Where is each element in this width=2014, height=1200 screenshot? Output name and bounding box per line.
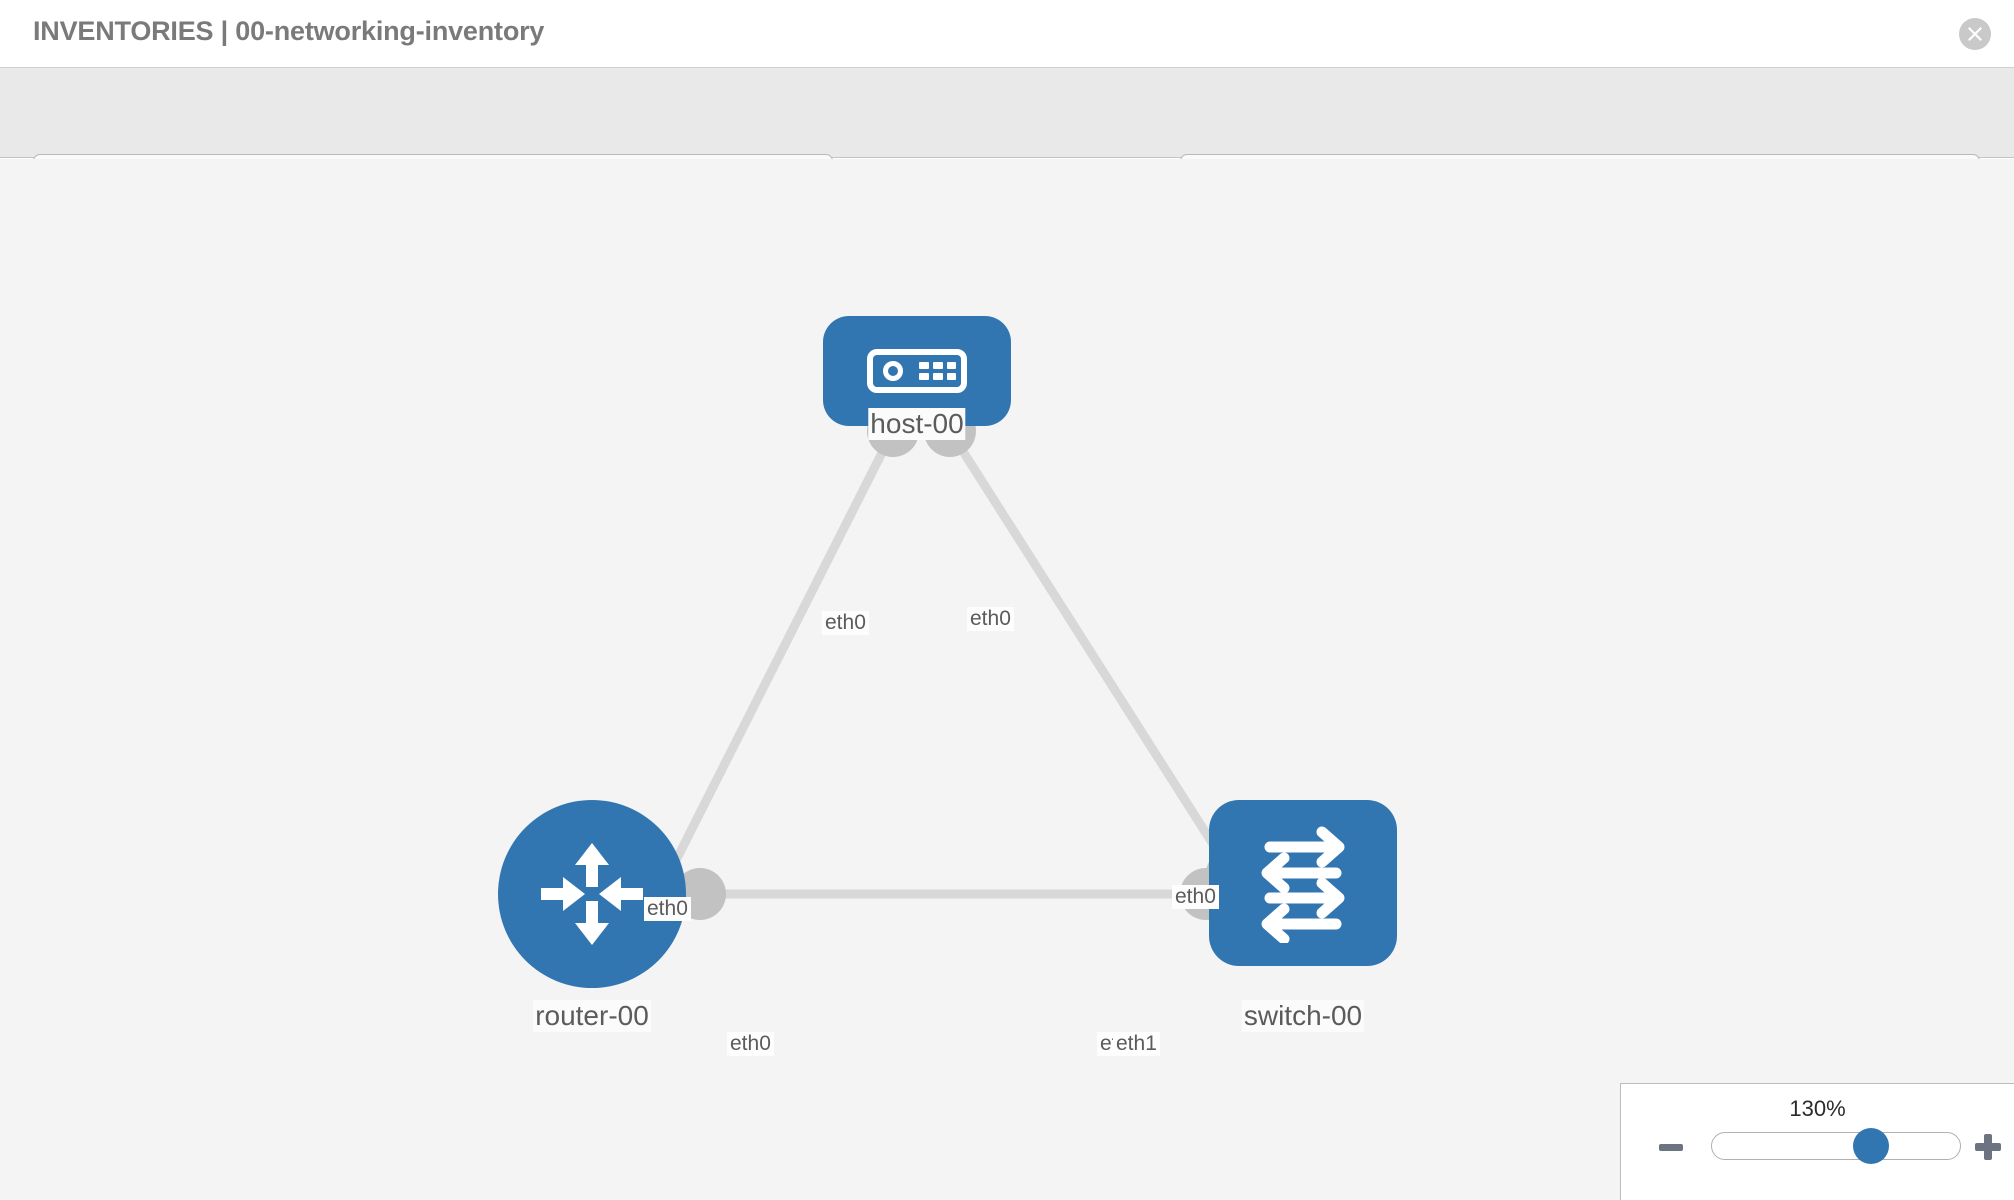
- zoom-out-button[interactable]: [1659, 1144, 1683, 1151]
- zoom-slider-track[interactable]: [1711, 1128, 1961, 1164]
- iface-label-switch-up[interactable]: eth0: [1172, 885, 1219, 909]
- node-switch-00-label: switch-00: [1241, 1000, 1365, 1032]
- node-host-00[interactable]: host-00: [823, 316, 1011, 440]
- edge-host-switch: [946, 428, 1236, 877]
- page-title: INVENTORIES | 00-networking-inventory: [33, 16, 545, 46]
- zoom-level-label: 130%: [1789, 1096, 1846, 1121]
- router-arrows-icon: [541, 843, 643, 945]
- node-host-00-shape: [823, 316, 1011, 426]
- node-switch-00-shape: [1209, 800, 1397, 966]
- close-x-glyph: [1968, 27, 1982, 41]
- iface-label-switch-left-b[interactable]: eth1: [1113, 1032, 1160, 1056]
- node-host-00-label: host-00: [868, 408, 966, 440]
- zoom-slider-thumb[interactable]: [1853, 1128, 1889, 1164]
- close-icon[interactable]: [1959, 18, 1991, 50]
- zoom-control-panel: 130%: [1620, 1083, 2014, 1200]
- zoom-in-button[interactable]: [1975, 1134, 2001, 1160]
- iface-label-router-up[interactable]: eth0: [644, 897, 691, 921]
- edge-lines: [655, 428, 1236, 899]
- switch-arrows-icon: [1261, 826, 1345, 943]
- server-icon: [867, 349, 967, 393]
- page-header: INVENTORIES | 00-networking-inventory: [0, 0, 2014, 68]
- node-router-00-shape: [498, 800, 686, 988]
- interface-endpoints: [674, 405, 1258, 920]
- node-switch-00[interactable]: switch-00: [1209, 800, 1397, 1032]
- iface-label-router-right[interactable]: eth0: [727, 1032, 774, 1056]
- edge-host-router: [655, 428, 898, 895]
- node-router-00[interactable]: router-00: [498, 800, 686, 1032]
- topology-canvas[interactable]: host-00 router-00: [0, 159, 2014, 1200]
- iface-label-host-right[interactable]: eth0: [967, 607, 1014, 631]
- iface-label-host-left[interactable]: eth0: [822, 611, 869, 635]
- toolbar: ACTIONS SEARCH: [0, 68, 2014, 208]
- node-router-00-label: router-00: [533, 1000, 651, 1032]
